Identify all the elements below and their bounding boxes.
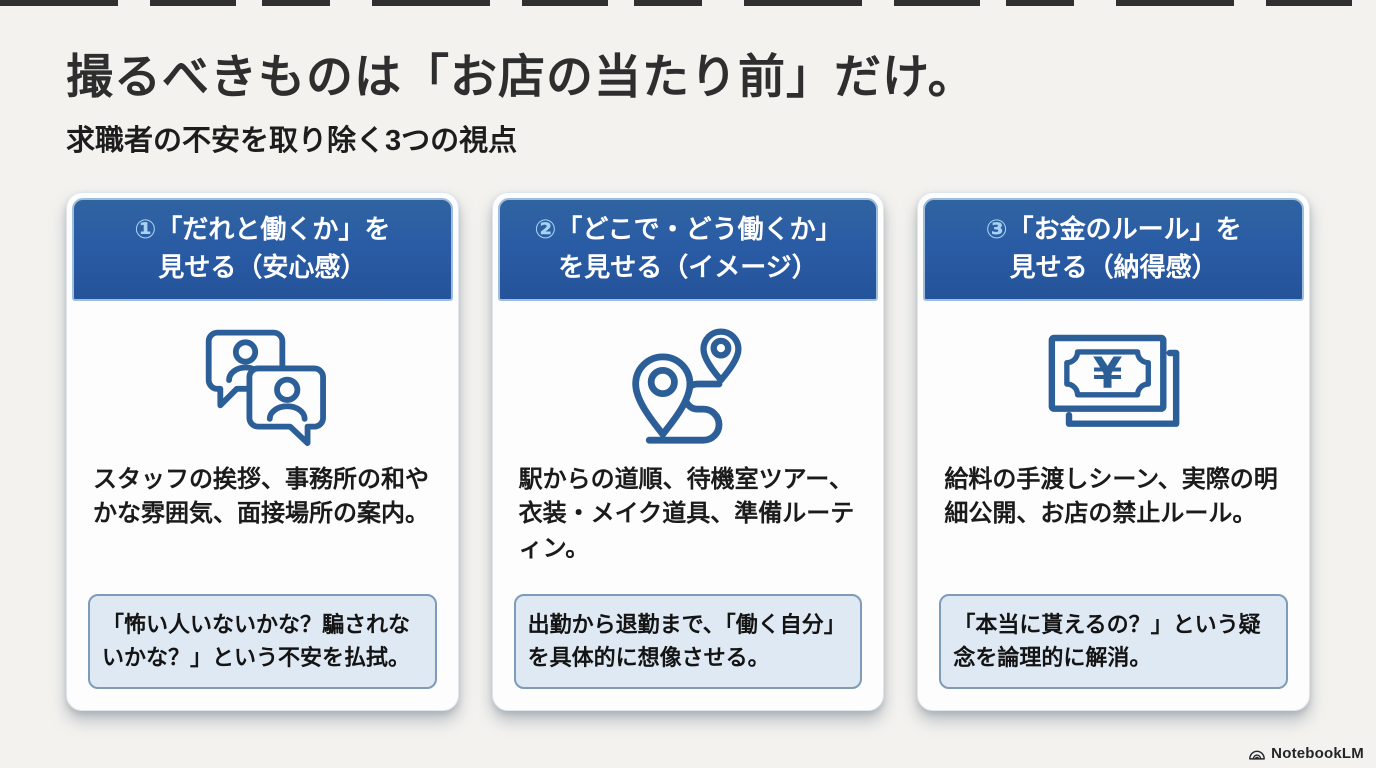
- card-2-header-line2: を見せる（イメージ）: [558, 252, 818, 282]
- card-1-header-line2: 見せる（安心感）: [158, 252, 367, 282]
- card-3-number: ③: [985, 214, 1008, 245]
- yen-glyph: ¥: [1092, 348, 1122, 398]
- card-2-body: 駅からの道順、待機室ツアー、衣装・メイク道具、準備ルーティン。: [518, 466, 855, 562]
- page-subtitle: 求職者の不安を取り除く3つの視点: [66, 125, 518, 158]
- card-1-callout: 「怖い人いないかな？騙されないかな？」という不安を払拭。: [88, 594, 437, 690]
- card-1-header: ①「だれと働くか」を 見せる（安心感）: [72, 198, 453, 302]
- route-map-pins-icon: [632, 328, 742, 444]
- card-3-header-line2: 見せる（納得感）: [1009, 252, 1218, 282]
- notebooklm-logo-icon: [1249, 750, 1266, 760]
- card-3-callout: 「本当に貰えるの？」という疑念を論理的に解消。: [939, 594, 1289, 690]
- card-money-rules: ③「お金のルール」を 見せる（納得感） ¥ 給料の手渡しシーン、: [917, 192, 1311, 712]
- chat-bubbles-people-icon: [206, 329, 327, 447]
- card-3-body: 給料の手渡しシーン、実際の明細公開、お店の禁止ルール。: [944, 466, 1278, 528]
- card-where-how-you-work: ②「どこで・どう働くか」 を見せる（イメージ）: [491, 192, 885, 712]
- card-3-header: ③「お金のルール」を 見せる（納得感）: [923, 198, 1305, 302]
- banknote-yen-icon: ¥: [1048, 334, 1180, 427]
- card-2-header: ②「どこで・どう働くか」 を見せる（イメージ）: [497, 198, 879, 302]
- cards-row: ①「だれと働くか」を 見せる（安心感）: [66, 192, 1311, 712]
- top-crop-artifact: [0, 0, 1376, 6]
- card-1-body: スタッフの挨拶、事務所の和やかな雰囲気、面接場所の案内。: [93, 466, 429, 528]
- page-title: 撮るべきものは「お店の当たり前」だけ。: [66, 50, 976, 103]
- card-1-header-line1: 「だれと働くか」を: [156, 214, 391, 245]
- card-2-callout: 出勤から退勤まで、「働く自分」を具体的に想像させる。: [513, 594, 863, 690]
- brand-footer: NotebookLM: [1248, 745, 1364, 762]
- card-2-icon-area: [498, 307, 879, 459]
- card-2-header-line1: 「どこで・どう働くか」: [556, 214, 842, 245]
- card-2-number: ②: [534, 214, 557, 245]
- card-1-icon-area: [72, 307, 453, 459]
- card-3-icon-area: ¥: [923, 307, 1304, 459]
- card-3-header-line1: 「お金のルール」を: [1007, 214, 1242, 245]
- card-who-you-work-with: ①「だれと働くか」を 見せる（安心感）: [66, 192, 459, 712]
- card-1-number: ①: [134, 214, 157, 245]
- brand-name: NotebookLM: [1271, 745, 1364, 762]
